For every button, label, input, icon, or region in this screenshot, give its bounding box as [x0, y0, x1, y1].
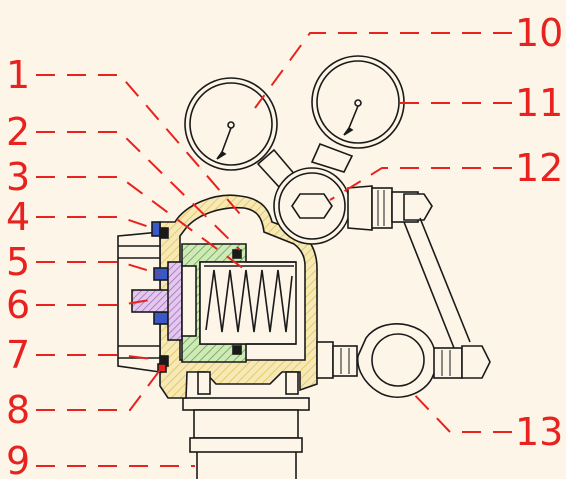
- outlet-valve: [316, 323, 491, 398]
- callout-11: 11: [515, 81, 563, 125]
- spring-housing: [181, 243, 297, 363]
- callout-leaders: [36, 32, 512, 467]
- leader-4: [36, 216, 159, 231]
- callout-5: 5: [6, 240, 30, 284]
- leader-3: [36, 176, 249, 273]
- callout-13: 13: [515, 410, 563, 454]
- callout-7: 7: [6, 333, 30, 377]
- callout-3: 3: [6, 155, 30, 199]
- callout-6: 6: [6, 283, 30, 327]
- leader-8: [36, 369, 161, 411]
- callout-numbers: 1 2 3 4 5 6 7 8 9 10 11 12 13: [6, 11, 563, 479]
- callout-8: 8: [6, 388, 30, 432]
- inlet-fitting: [273, 167, 433, 245]
- regulator-drawing: [117, 55, 491, 479]
- connecting-hose: [403, 217, 471, 349]
- leader-6: [36, 299, 151, 306]
- callout-4: 4: [6, 195, 30, 239]
- outlet-pipe: [182, 397, 310, 479]
- leader-7: [36, 354, 161, 361]
- callout-9: 9: [6, 439, 30, 479]
- leader-10: [254, 32, 512, 109]
- leader-2: [36, 131, 241, 251]
- callout-2: 2: [6, 110, 30, 154]
- valve-stem: [131, 261, 197, 341]
- pressure-gauge-right: [311, 55, 405, 149]
- leader-13: [409, 389, 512, 433]
- spring: [204, 265, 294, 333]
- pressure-gauge-left: [184, 77, 278, 171]
- callout-12: 12: [515, 146, 563, 190]
- leader-12: [329, 167, 512, 201]
- callout-10: 10: [515, 11, 563, 55]
- callout-1: 1: [6, 53, 30, 97]
- leader-5: [36, 261, 161, 275]
